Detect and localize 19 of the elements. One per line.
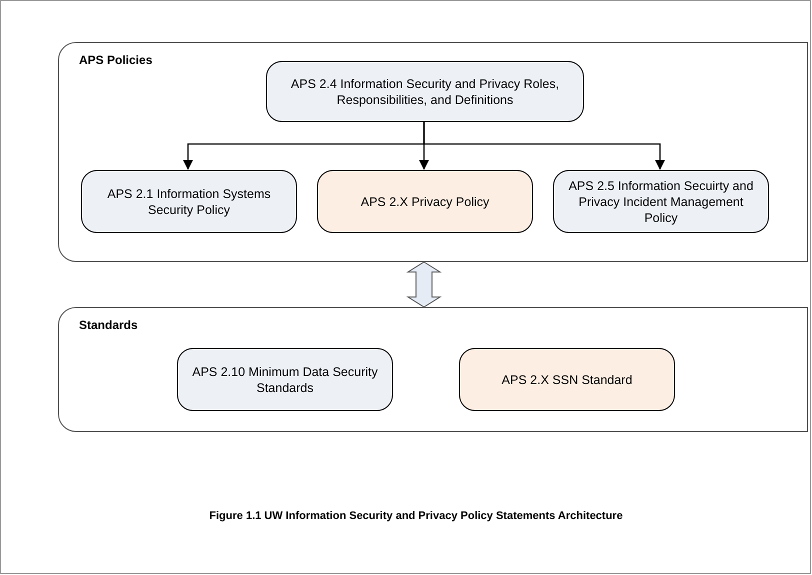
figure-caption: Figure 1.1 UW Information Security and Privacy Policy Statements Architecture [208,509,624,524]
policy-box [81,170,297,233]
group-panel [58,42,808,262]
group-panel [58,307,808,432]
group-heading: APS Policies [79,52,152,69]
box-label: APS 2.4 Information Security and Privacy Roles, Responsibilities, and Definitions [290,76,560,108]
box-label: APS 2.5 Information Secuirty and Privacy Incident Management Policy [568,178,754,226]
box-label: APS 2.X SSN Standard [502,372,632,388]
double-block-arrow [406,261,442,308]
group-heading: Standards [79,317,138,334]
box-label: APS 2.10 Minimum Data Security Standards [191,364,379,396]
box-label: APS 2.X Privacy Policy [360,194,490,210]
arrow [423,121,665,170]
policy-box [459,348,675,411]
box-label: APS 2.1 Information Systems Security Policy [106,186,272,218]
policy-box [177,348,393,411]
policy-box [266,61,584,122]
policy-box [553,170,769,233]
policy-box [317,170,533,233]
